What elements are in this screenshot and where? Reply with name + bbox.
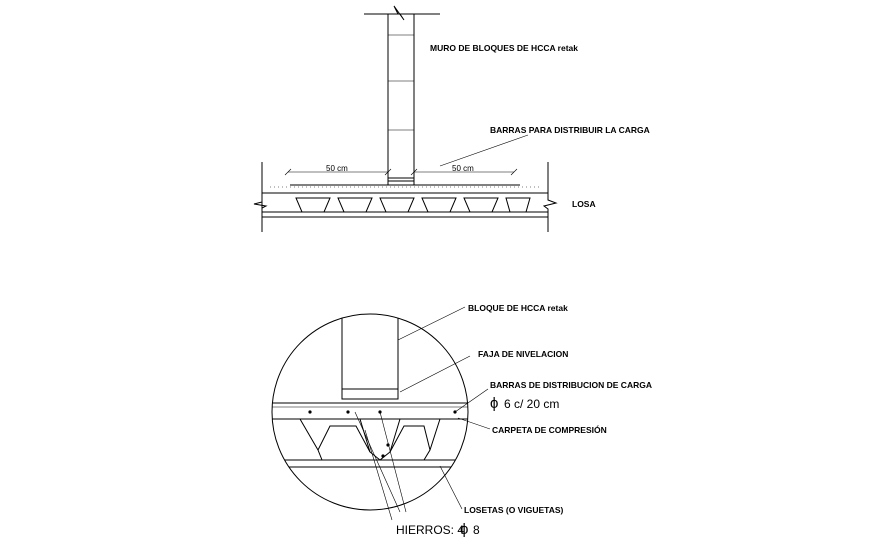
- label-faja: FAJA DE NIVELACION: [478, 349, 568, 359]
- joist-left: [272, 418, 323, 461]
- label-losa: LOSA: [572, 199, 596, 209]
- block-detail: [341, 314, 399, 390]
- label-hierros: HIERROS: 4: [396, 523, 464, 537]
- dim-right-label: 50 cm: [452, 164, 474, 173]
- label-spacing: 6 c/ 20 cm: [504, 397, 559, 411]
- dimension-right: 50 cm: [410, 164, 518, 176]
- label-bloque: BLOQUE DE HCCA retak: [468, 303, 568, 313]
- dim-left-label: 50 cm: [326, 164, 348, 173]
- dimension-left: 50 cm: [284, 164, 392, 176]
- label-hierros-value: 8: [473, 523, 480, 537]
- slab-section: [253, 162, 558, 232]
- label-carpeta: CARPETA DE COMPRESIÓN: [492, 424, 607, 435]
- rebar-dots: [308, 410, 457, 414]
- label-barras-distribucion: BARRAS DE DISTRIBUCION DE CARGA: [490, 380, 652, 390]
- joist-center: [359, 418, 401, 461]
- label-muro: MURO DE BLOQUES DE HCCA retak: [430, 43, 578, 53]
- phi-symbol-hierros: ϕ: [460, 521, 468, 538]
- phi-symbol-spacing: ϕ: [490, 395, 498, 412]
- block-wall: [364, 5, 440, 182]
- leveling-strip-detail: [341, 388, 399, 400]
- detail-circle: BLOQUE DE HCCA retak FAJA DE NIVELACION …: [271, 303, 652, 538]
- label-barras: BARRAS PARA DISTRIBUIR LA CARGA: [490, 125, 650, 135]
- joist-right: [423, 418, 468, 461]
- label-losetas: LOSETAS (O VIGUETAS): [464, 505, 563, 515]
- wall-section-elevation: 50 cm 50 cm MURO DE BLOQUES DE HCCA reta…: [253, 5, 650, 232]
